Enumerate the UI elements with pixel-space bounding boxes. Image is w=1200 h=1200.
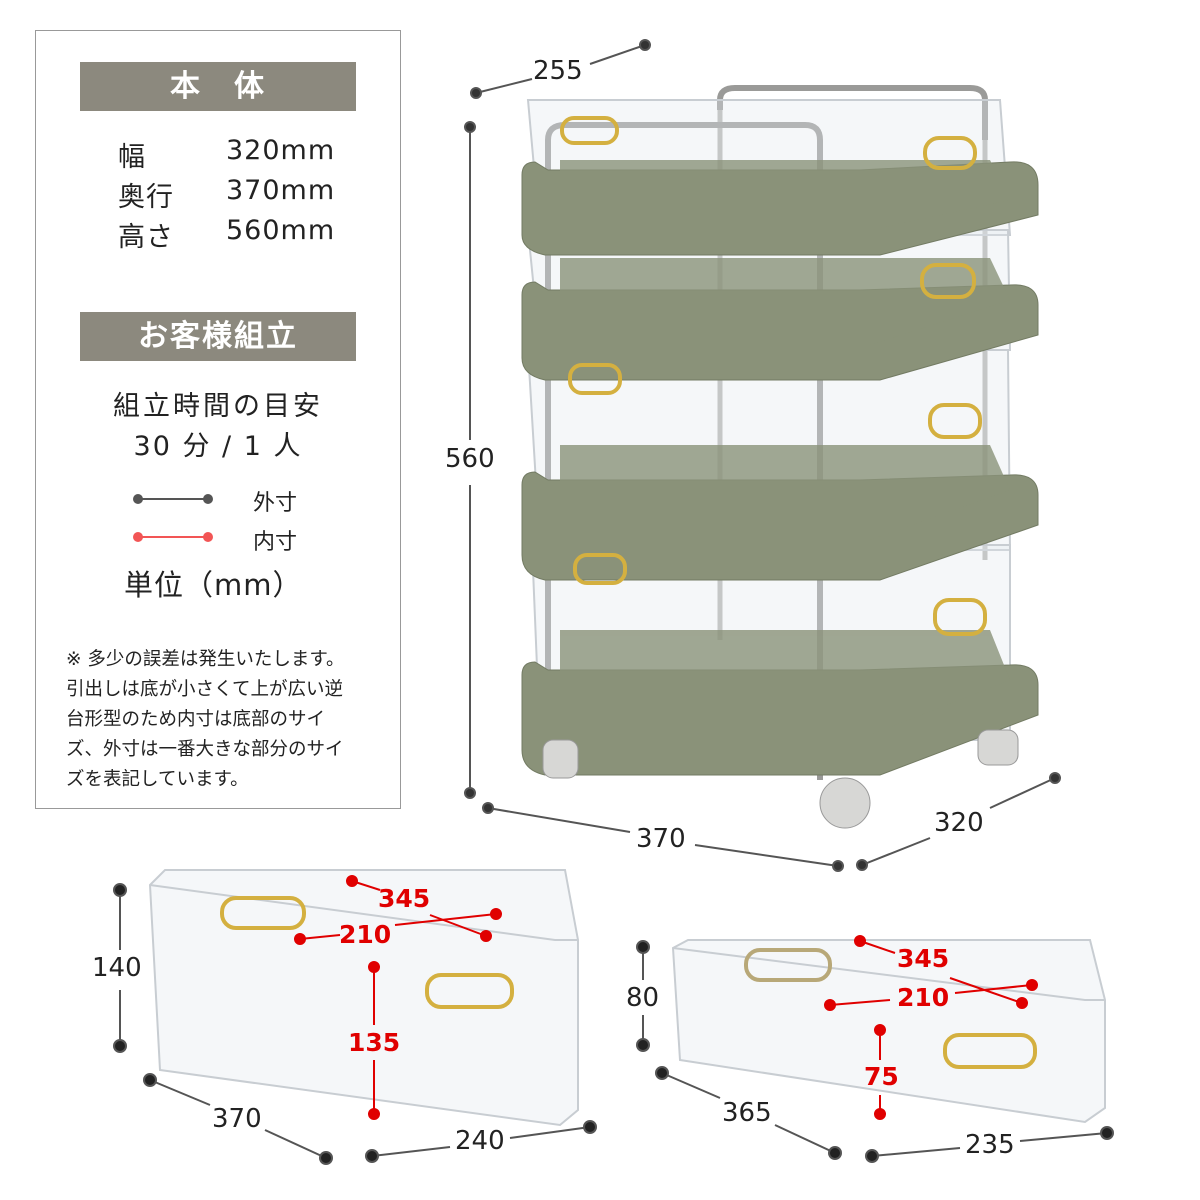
spec-label-height: 高さ bbox=[118, 222, 174, 253]
body-spec-header: 本 体 bbox=[80, 62, 356, 111]
assembly-time-value: 30 分 / 1 人 bbox=[133, 431, 303, 462]
spec-label-depth: 奥行 bbox=[118, 182, 174, 213]
large-drawer-depth-label: 370 bbox=[212, 1104, 262, 1134]
spec-label-width: 幅 bbox=[118, 142, 146, 173]
large-drawer-width-label: 240 bbox=[455, 1126, 505, 1156]
small-drawer-width-label: 235 bbox=[965, 1130, 1015, 1160]
cart-dimension-lines bbox=[464, 39, 1061, 872]
large-drawer-inner-depth-label: 345 bbox=[378, 884, 431, 913]
assembly-header: お客様組立 bbox=[80, 312, 356, 361]
cart-depth-label: 370 bbox=[636, 824, 686, 854]
spec-value-height: 560mm bbox=[226, 215, 336, 246]
spec-value-width: 320mm bbox=[226, 135, 336, 166]
small-drawer-inner-width-label: 210 bbox=[897, 983, 950, 1012]
large-drawer-height-label: 140 bbox=[92, 953, 142, 983]
cart-width-label: 320 bbox=[934, 808, 984, 838]
small-drawer-inner-depth-label: 345 bbox=[897, 944, 950, 973]
large-drawer-inner-width-label: 210 bbox=[339, 920, 392, 949]
legend-lines bbox=[133, 494, 213, 542]
small-drawer-drawing bbox=[636, 935, 1114, 1163]
cart-depth-top-label: 255 bbox=[533, 56, 583, 86]
legend-outer-label: 外寸 bbox=[253, 491, 298, 516]
unit-label: 単位（mm） bbox=[124, 568, 303, 602]
assembly-time-label: 組立時間の目安 bbox=[113, 391, 323, 422]
small-drawer-inner-height-label: 75 bbox=[864, 1062, 899, 1091]
legend-inner-label: 内寸 bbox=[253, 530, 298, 555]
spec-panel bbox=[35, 30, 401, 809]
note-text: ※ 多少の誤差は発生いたします。引出しは底が小さくて上が広い逆台形型のため内寸は… bbox=[66, 649, 345, 790]
large-drawer-drawing bbox=[113, 869, 597, 1165]
spec-value-depth: 370mm bbox=[226, 175, 336, 206]
cart-drawing bbox=[521, 85, 1039, 829]
small-drawer-height-label: 80 bbox=[626, 983, 660, 1013]
small-drawer-depth-label: 365 bbox=[722, 1098, 772, 1128]
cart-height-label: 560 bbox=[445, 444, 495, 474]
large-drawer-inner-height-label: 135 bbox=[348, 1028, 401, 1057]
